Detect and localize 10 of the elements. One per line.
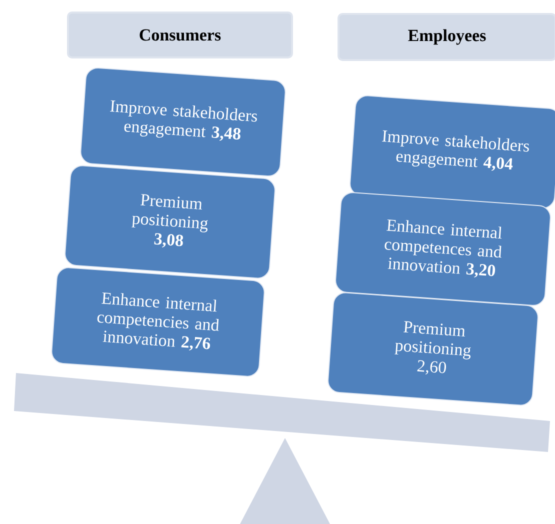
factor-box: Enhance internal competencies and innovation 2,76 — [51, 267, 265, 377]
node-label: Enhance internal competences and innovation 3,20 — [384, 219, 502, 278]
factor-box: Enhance internal competences and innovation 3,20 — [335, 192, 551, 306]
node-label: Improve stakeholders engagement 4,04 — [382, 130, 529, 171]
factor-box: Premium positioning 3,08 — [64, 165, 276, 279]
header-box: Employees — [338, 13, 555, 61]
factor-box: Premium positioning 2,60 — [328, 292, 538, 406]
factor-box: Improve stakeholders engagement 4,04 — [350, 95, 555, 209]
header-box: Consumers — [67, 12, 293, 58]
factor-box: Improve stakeholders engagement 3,48 — [80, 67, 286, 177]
